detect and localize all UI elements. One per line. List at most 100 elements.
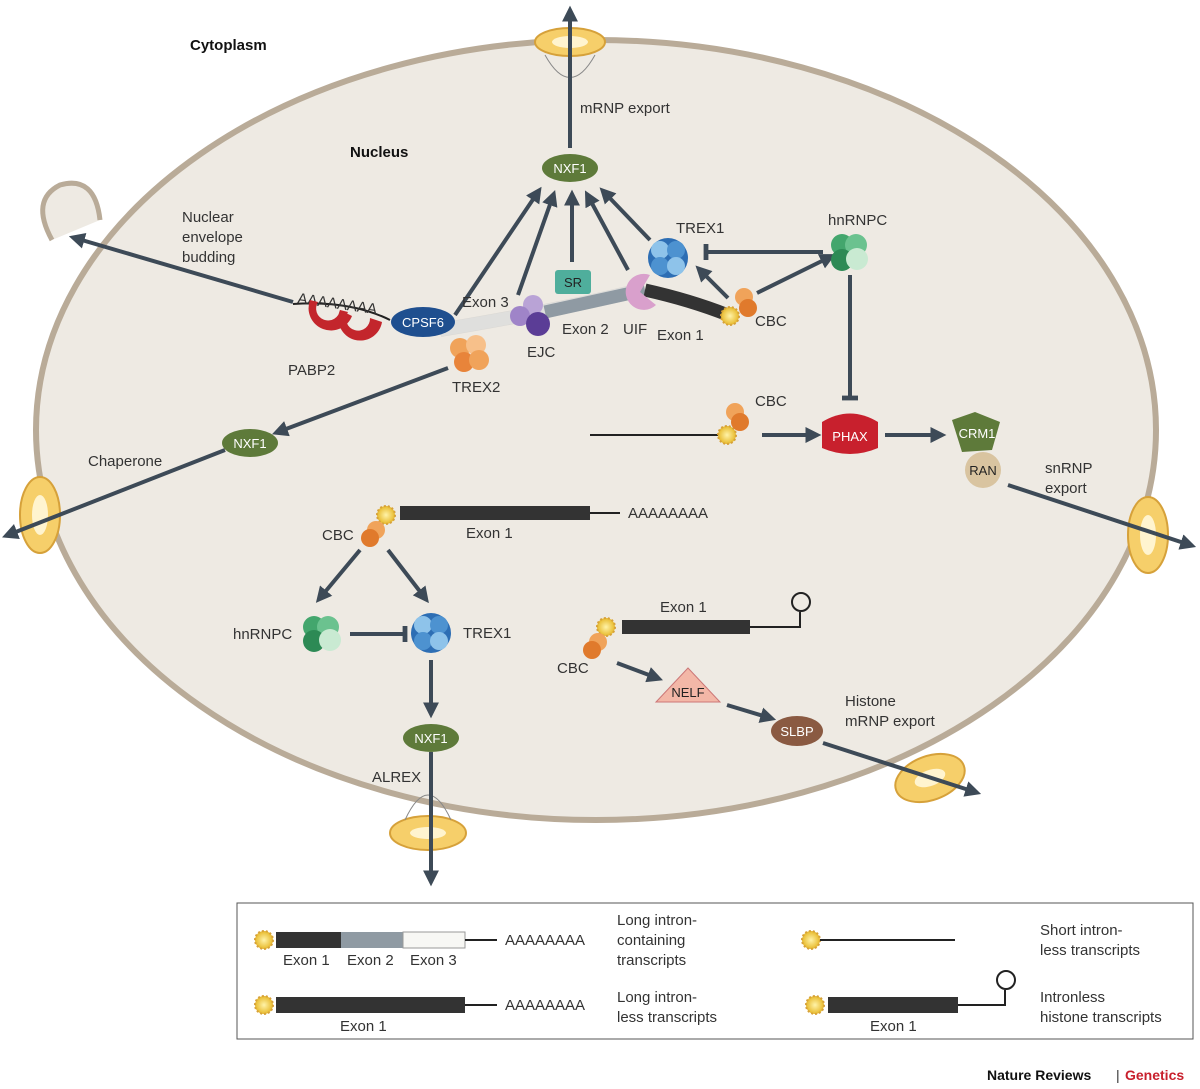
hnrnpc-top: hnRNPC (828, 212, 887, 271)
pabp2: PABP2 (288, 300, 382, 379)
long-intronless-transcript: AAAAAAAA Exon 1 CBC (322, 505, 708, 547)
nxf1-lower: NXF1 (403, 724, 459, 752)
cpsf6: CPSF6 (391, 307, 455, 337)
legend-sil-2: less transcripts (1040, 942, 1140, 959)
hnrnpc-top-label: hnRNPC (828, 212, 887, 229)
slbp-label: SLBP (780, 724, 813, 739)
legend-lic-2: containing (617, 932, 685, 949)
arrow-nelf-slbp (726, 703, 777, 723)
legend-polya-2: AAAAAAAA (505, 997, 585, 1014)
nxf1-top-label: NXF1 (553, 161, 586, 176)
ran: RAN (965, 452, 1001, 488)
cpsf6-label: CPSF6 (402, 315, 444, 330)
crm1-label: CRM1 (959, 426, 996, 441)
legend-polya-1: AAAAAAAA (505, 932, 585, 949)
nelf-label: NELF (671, 685, 704, 700)
cbc-top-label: CBC (755, 313, 787, 330)
journal-section: Genetics (1125, 1067, 1184, 1083)
ran-label: RAN (969, 463, 996, 478)
arrows (2, 5, 1197, 887)
arrow-cbc-trex1 (695, 265, 730, 300)
pabp2-label: PABP2 (288, 362, 335, 379)
ejc-label: EJC (527, 344, 556, 361)
legend-sil-1: Short intron- (1040, 922, 1123, 939)
cytoplasm-label: Cytoplasm (190, 37, 267, 54)
ejc: EJC (510, 295, 556, 361)
mrnp-export-label: mRNP export (580, 100, 671, 117)
histone-label-2: mRNP export (845, 713, 936, 730)
arrow-trex1-nxf1 (599, 187, 652, 242)
legend-exon2: Exon 2 (347, 952, 394, 969)
alrex-exon1: Exon 1 (466, 525, 513, 542)
phax-label: PHAX (832, 429, 868, 444)
histone-label-1: Histone (845, 693, 896, 710)
main-exon2-label: Exon 2 (562, 321, 609, 338)
trex2: TREX2 (450, 335, 500, 396)
legend-lic-3: transcripts (617, 952, 686, 969)
arrow-ejc-nxf1 (516, 189, 558, 296)
arrow-histone-export (822, 741, 982, 797)
nxf1-top: NXF1 (542, 154, 598, 182)
legend-exon3: Exon 3 (410, 952, 457, 969)
alrex-label: ALREX (372, 769, 421, 786)
nxf1-lower-label: NXF1 (414, 731, 447, 746)
nuclear-bud (40, 180, 103, 242)
nuclear-pore-right (1127, 496, 1169, 574)
trex1-lower-label: TREX1 (463, 625, 511, 642)
sr: SR (555, 270, 591, 294)
budding-label-3: budding (182, 249, 235, 266)
uif-label: UIF (623, 321, 647, 338)
trex1-lower: TREX1 (411, 613, 511, 653)
arrow-uif-nxf1 (584, 190, 630, 271)
trex1-top-label: TREX1 (676, 220, 724, 237)
legend: AAAAAAAA Exon 1 Exon 2 Exon 3 Long intro… (236, 902, 1194, 1040)
legend-lil-1: Long intron- (617, 989, 697, 1006)
footer-separator: | (1116, 1067, 1120, 1083)
arrow-budding (68, 233, 294, 304)
cbc-histone-label: CBC (557, 660, 589, 677)
chaperone-label: Chaperone (88, 453, 162, 470)
nxf1-left-label: NXF1 (233, 436, 266, 451)
slbp: SLBP (771, 716, 823, 746)
alrex-polya: AAAAAAAA (628, 505, 708, 522)
arrow-chaperone-export (2, 448, 226, 539)
arrow-cbc-nelf (616, 661, 663, 683)
cbc-snrna-label: CBC (755, 393, 787, 410)
trex1-top: TREX1 (648, 220, 724, 278)
uif: UIF (623, 273, 656, 338)
histone-transcript: Exon 1 CBC (557, 592, 811, 677)
arrow-cbc-hnrnpc-lower (315, 548, 362, 603)
legend-exon1-c: Exon 1 (870, 1018, 917, 1035)
histone-exon1: Exon 1 (660, 599, 707, 616)
nuclear-pore-bottom (389, 794, 467, 851)
legend-ih-2: histone transcripts (1040, 1009, 1162, 1026)
nelf: NELF (654, 667, 722, 703)
arrow-cbc-trex1-lower (386, 548, 429, 604)
snrnp-label-1: snRNP (1045, 460, 1093, 477)
nucleus-label: Nucleus (350, 144, 408, 161)
arrow-trex2-nxf1 (272, 366, 449, 437)
phax: PHAX (822, 413, 878, 454)
arrow-snrnp-export (1007, 483, 1197, 550)
trex2-label: TREX2 (452, 379, 500, 396)
arrow-cpsf6-nxf1 (453, 186, 542, 317)
legend-exon1-a: Exon 1 (283, 952, 330, 969)
snrnp-label-2: export (1045, 480, 1088, 497)
snrna-transcript: CBC (590, 393, 787, 445)
budding-label-1: Nuclear (182, 209, 234, 226)
cbc-top: CBC (720, 288, 787, 330)
crm1: CRM1 (952, 412, 1000, 452)
nxf1-left: NXF1 (222, 429, 278, 457)
hnrnpc-lower: hnRNPC (233, 616, 341, 652)
main-exon1-label: Exon 1 (657, 327, 704, 344)
arrow-cbc-hnrnpc (756, 254, 836, 295)
legend-lic-1: Long intron- (617, 912, 697, 929)
legend-lil-2: less transcripts (617, 1009, 717, 1026)
sr-label: SR (564, 275, 582, 290)
hnrnpc-lower-label: hnRNPC (233, 626, 292, 643)
journal-footer: Nature Reviews | Genetics (987, 1067, 1184, 1083)
main-exon3-label: Exon 3 (462, 294, 509, 311)
cbc-alrex-label: CBC (322, 527, 354, 544)
budding-label-2: envelope (182, 229, 243, 246)
